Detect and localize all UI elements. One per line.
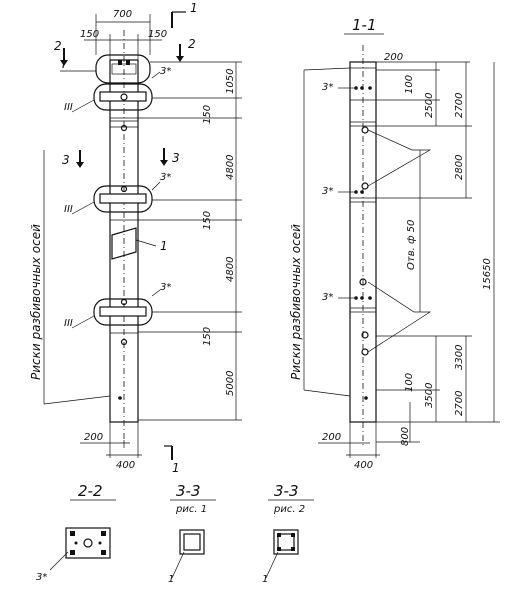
axis-note-right: Риски разбивочных осей xyxy=(289,224,303,380)
dim-1050: 1050 xyxy=(225,69,236,94)
dim-150-c: 150 xyxy=(202,327,213,346)
dim-15650: 15650 xyxy=(482,258,493,290)
dim-2700-a: 2700 xyxy=(454,93,465,118)
dim-150-b: 150 xyxy=(202,211,213,230)
dim-2500: 2500 xyxy=(424,93,435,118)
dim-bottom-400: 400 xyxy=(116,460,135,471)
label-iii-a: III xyxy=(64,102,73,113)
section-1-top: 1 xyxy=(190,1,198,15)
right-dim-bottom-400: 400 xyxy=(354,460,373,471)
section-3-3-fig2: 3-3 рис. 2 1 xyxy=(262,482,314,585)
dim-150-left: 150 xyxy=(80,29,99,40)
bracket-iii-b xyxy=(93,185,153,213)
dim-4800-b: 4800 xyxy=(225,257,236,282)
right-3star-b: 3* xyxy=(322,186,333,197)
label-3star-c: 3* xyxy=(160,282,171,293)
label-iii-c: III xyxy=(64,318,73,329)
dim-150-right: 150 xyxy=(148,29,167,40)
s33a-label: 1 xyxy=(168,574,174,585)
s33b-title: 3-3 xyxy=(274,482,299,500)
head-bracket xyxy=(95,54,151,84)
s33a-sub: рис. 1 xyxy=(175,504,207,515)
right-3star-a: 3* xyxy=(322,82,333,93)
dim-100-b: 100 xyxy=(404,373,415,392)
section-3-left: 3 xyxy=(62,153,70,167)
dim-700: 700 xyxy=(113,9,132,20)
section-3-right: 3 xyxy=(172,151,180,165)
label-3star-b: 3* xyxy=(160,172,171,183)
label-iii-b: III xyxy=(64,204,73,215)
section-2-left: 2 xyxy=(54,39,62,53)
left-view: 700 150 150 1 2 2 I III III III 3* 3* 3*… xyxy=(29,1,242,475)
right-view-title: 1-1 xyxy=(352,16,377,34)
bracket-iii-a xyxy=(93,83,153,111)
right-3star-c: 3* xyxy=(322,292,333,303)
dim-bottom-200: 200 xyxy=(84,432,103,443)
dim-4800-a: 4800 xyxy=(225,155,236,180)
label-1: 1 xyxy=(160,239,168,253)
axis-note-left: Риски разбивочных осей xyxy=(29,224,43,380)
right-view: 1-1 Отв. ф 50 xyxy=(289,16,500,471)
section-2-right: 2 xyxy=(188,37,196,51)
right-dim-bottom-200: 200 xyxy=(322,432,341,443)
dim-2800: 2800 xyxy=(454,155,465,180)
dim-3300: 3300 xyxy=(454,345,465,370)
dim-150-a: 150 xyxy=(202,105,213,124)
s33a-title: 3-3 xyxy=(176,482,201,500)
section-3-3-fig1: 3-3 рис. 1 1 xyxy=(168,482,216,585)
dim-hole: Отв. ф 50 xyxy=(406,220,417,270)
s22-label: 3* xyxy=(36,572,47,583)
s22-title: 2-2 xyxy=(78,482,103,500)
dim-5000: 5000 xyxy=(225,371,236,396)
dim-100-a: 100 xyxy=(404,75,415,94)
section-1-bottom: 1 xyxy=(172,461,180,475)
dim-200-right: 200 xyxy=(384,52,403,63)
label-i: I xyxy=(62,57,66,71)
dim-3500: 3500 xyxy=(424,383,435,408)
label-3star-a: 3* xyxy=(160,66,171,77)
dim-2700-b: 2700 xyxy=(454,391,465,416)
s33b-label: 1 xyxy=(262,574,268,585)
dim-800: 800 xyxy=(400,427,411,446)
section-2-2: 2-2 3* xyxy=(36,482,116,583)
s33b-sub: рис. 2 xyxy=(273,504,305,515)
